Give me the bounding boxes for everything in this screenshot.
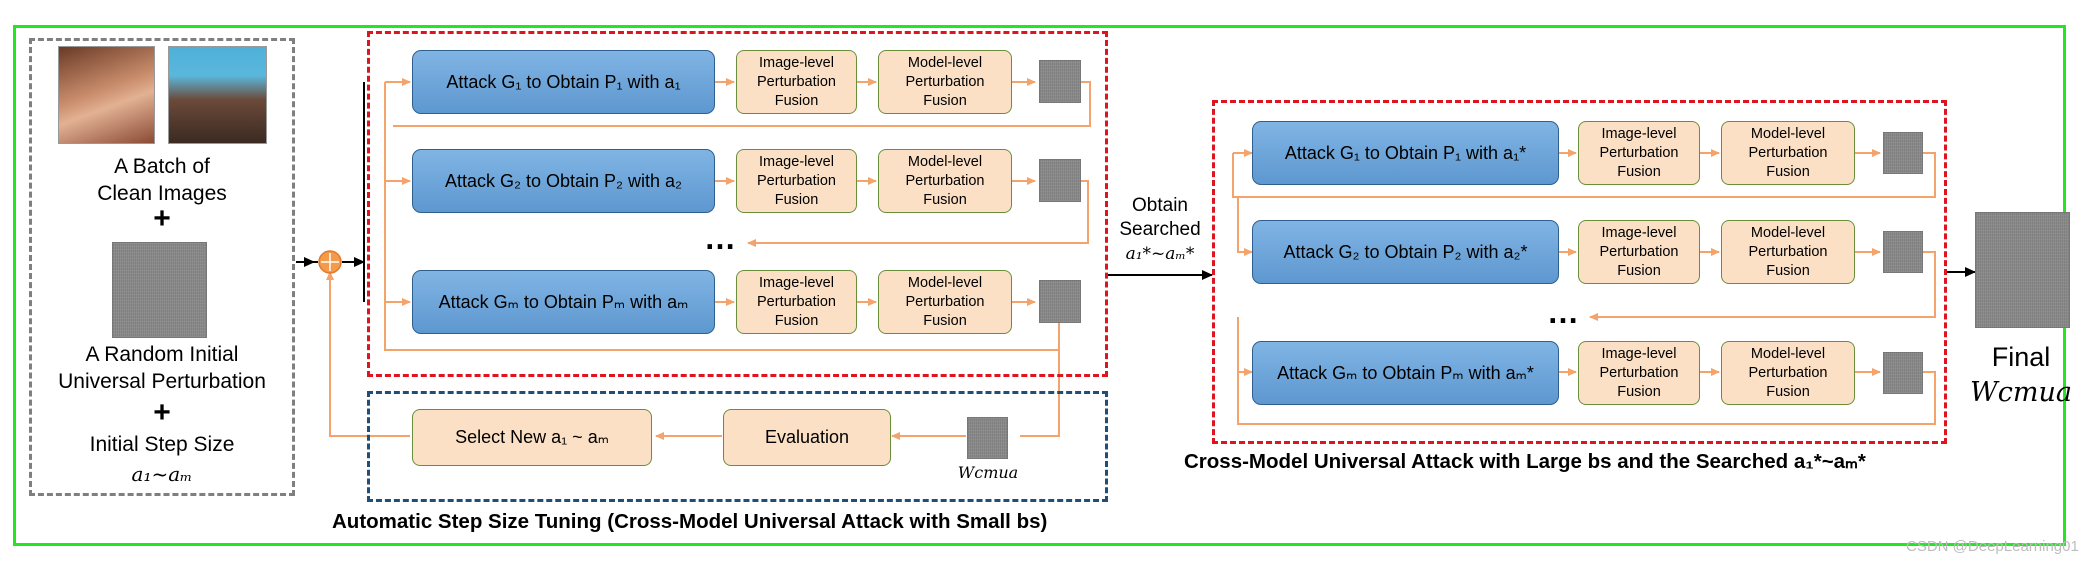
- select-new-step-box: Select New a₁ ~ aₘ: [412, 409, 652, 466]
- batch-label-line1: A Batch of: [114, 155, 210, 178]
- final-stage-caption: Cross-Model Universal Attack with Large …: [1184, 450, 1866, 473]
- search-stage-frame: [367, 31, 1108, 377]
- watermark: CSDN @DeepLearning01: [1906, 538, 2079, 555]
- transition-line1: Obtain: [1132, 195, 1188, 216]
- input-panel: [29, 38, 295, 496]
- search-model-fusion-2: Model-level Perturbation Fusion: [878, 149, 1012, 213]
- final-attack-box-m: Attack Gₘ to Obtain Pₘ with aₘ*: [1252, 341, 1559, 405]
- final-perturbation-2: [1883, 231, 1923, 273]
- final-model-fusion-1: Model-level Perturbation Fusion: [1721, 121, 1855, 185]
- search-stage-caption: Automatic Step Size Tuning (Cross-Model …: [332, 510, 1048, 533]
- search-ellipsis: …: [704, 220, 736, 256]
- wcmua-small-label: Wcmua: [957, 463, 1019, 482]
- final-image-fusion-1: Image-level Perturbation Fusion: [1578, 121, 1700, 185]
- transition-line3: a₁*~aₘ*: [1125, 244, 1195, 264]
- search-image-fusion-1: Image-level Perturbation Fusion: [736, 50, 857, 114]
- search-perturbation-2: [1039, 159, 1081, 202]
- search-model-fusion-1: Model-level Perturbation Fusion: [878, 50, 1012, 114]
- tuning-frame: [367, 391, 1108, 502]
- final-perturbation-m: [1883, 352, 1923, 394]
- transition-line2: Searched: [1119, 219, 1201, 240]
- final-image-fusion-m: Image-level Perturbation Fusion: [1578, 341, 1700, 405]
- perturbation-label-line1: A Random Initial: [85, 343, 239, 366]
- perturbation-label-line2: Universal Perturbation: [58, 370, 266, 393]
- final-stage-frame: [1212, 100, 1947, 444]
- evaluation-box: Evaluation: [723, 409, 891, 466]
- search-attack-box-1: Attack G₁ to Obtain P₁ with a₁: [412, 50, 715, 114]
- final-model-fusion-m: Model-level Perturbation Fusion: [1721, 341, 1855, 405]
- final-attack-box-2: Attack G₂ to Obtain P₂ with a₂*: [1252, 220, 1559, 284]
- search-model-fusion-m: Model-level Perturbation Fusion: [878, 270, 1012, 334]
- final-model-fusion-2: Model-level Perturbation Fusion: [1721, 220, 1855, 284]
- final-image-fusion-2: Image-level Perturbation Fusion: [1578, 220, 1700, 284]
- initial-perturbation-image: [112, 242, 207, 338]
- face-image-1: [58, 46, 155, 144]
- final-attack-box-1: Attack G₁ to Obtain P₁ with a₁*: [1252, 121, 1559, 185]
- search-attack-box-2: Attack G₂ to Obtain P₂ with a₂: [412, 149, 715, 213]
- search-attack-box-m: Attack Gₘ to Obtain Pₘ with aₘ: [412, 270, 715, 334]
- batch-label-line2: Clean Images: [97, 182, 227, 205]
- final-wcmua-label: Wcmua: [1970, 377, 2072, 408]
- search-perturbation-1: [1039, 60, 1081, 103]
- plus-sign-1: +: [153, 202, 171, 235]
- search-perturbation-m: [1039, 280, 1081, 323]
- search-image-fusion-2: Image-level Perturbation Fusion: [736, 149, 857, 213]
- final-label: Final: [1991, 342, 2051, 372]
- plus-sign-2: +: [153, 396, 171, 429]
- search-image-fusion-m: Image-level Perturbation Fusion: [736, 270, 857, 334]
- wcmua-small-image: [967, 417, 1008, 459]
- face-image-2: [168, 46, 267, 144]
- final-perturbation-1: [1883, 132, 1923, 174]
- final-ellipsis: …: [1547, 294, 1579, 330]
- step-size-range: a₁~aₘ: [131, 462, 193, 486]
- step-size-label: Initial Step Size: [89, 433, 235, 456]
- final-wcmua-image: [1975, 212, 2070, 328]
